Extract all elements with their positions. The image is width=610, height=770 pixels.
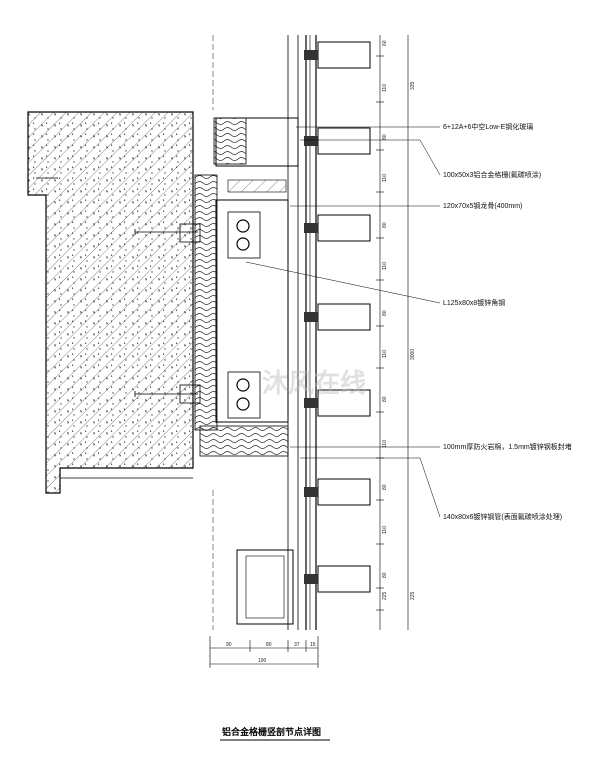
bottom-dim-2: 80: [266, 642, 272, 648]
right-dim-label: 80: [382, 572, 388, 578]
right-dim-label: 110: [382, 526, 388, 534]
fire-insulation: [194, 117, 289, 457]
right-overall-dim: 225: [410, 591, 416, 600]
fin-clip: [304, 398, 318, 408]
fin-clip: [304, 136, 318, 146]
right-dim-label: 80: [382, 396, 388, 402]
fin-clip: [304, 50, 318, 60]
right-dim-label: 110: [382, 262, 388, 270]
angle-bracket-bottom: [134, 371, 261, 419]
callout-louver: 100x50x3铝合金格栅(氟碳喷涂): [443, 170, 541, 179]
watermark: 沐风在线: [262, 368, 366, 398]
right-dim-label: 80: [382, 134, 388, 140]
louver-fins: [304, 41, 371, 593]
right-overall-dim: 335: [410, 81, 416, 90]
drawing-title: 铝合金格栅竖剖节点详图: [222, 726, 321, 737]
glass-mullion: [287, 35, 317, 630]
right-dimension-chain: [379, 35, 409, 630]
right-dim-label: 110: [382, 84, 388, 92]
right-dim-label: 110: [382, 174, 388, 182]
bottom-dim-4: 15: [310, 642, 316, 648]
louver-fin: [317, 41, 371, 69]
fin-clip: [304, 223, 318, 233]
right-dim-label: 80: [382, 484, 388, 490]
louver-fin: [317, 478, 371, 506]
fin-clip: [304, 574, 318, 584]
louver-fin: [317, 303, 371, 331]
bottom-dim-overall: 190: [258, 658, 267, 664]
bottom-dim-1: 90: [226, 642, 232, 648]
right-dim-label: 80: [382, 310, 388, 316]
right-dim-label: 60: [382, 40, 388, 46]
fin-clip: [304, 487, 318, 497]
louver-fin: [317, 565, 371, 593]
right-dim-label: 110: [382, 440, 388, 448]
callout-steel-tube: 140x80x6镀锌钢管(表面氟碳喷涂处理): [443, 512, 562, 521]
callout-fire-seal: 100mm厚防火岩棉，1.5mm镀锌钢板封堵: [443, 442, 572, 451]
callout-glass: 6+12A+6中空Low-E钢化玻璃: [443, 122, 533, 131]
callout-leaders: [245, 126, 441, 518]
right-dim-label: 110: [382, 350, 388, 358]
right-dim-label: 80: [382, 222, 388, 228]
right-overall-dim: 3000: [410, 349, 416, 360]
callout-angle-steel: L125x80x8镀锌角钢: [443, 298, 505, 307]
right-dim-label: 225: [382, 591, 388, 600]
angle-bracket-top: [134, 211, 261, 259]
concrete-slab: [27, 111, 194, 494]
louver-fin: [317, 127, 371, 155]
callout-steel-keel: 120x70x5钢龙骨(400mm): [443, 201, 522, 210]
louver-fin: [317, 214, 371, 242]
bottom-dimension-chain: [209, 636, 319, 668]
fin-clip: [304, 312, 318, 322]
bottom-dim-3: 37: [294, 642, 300, 648]
